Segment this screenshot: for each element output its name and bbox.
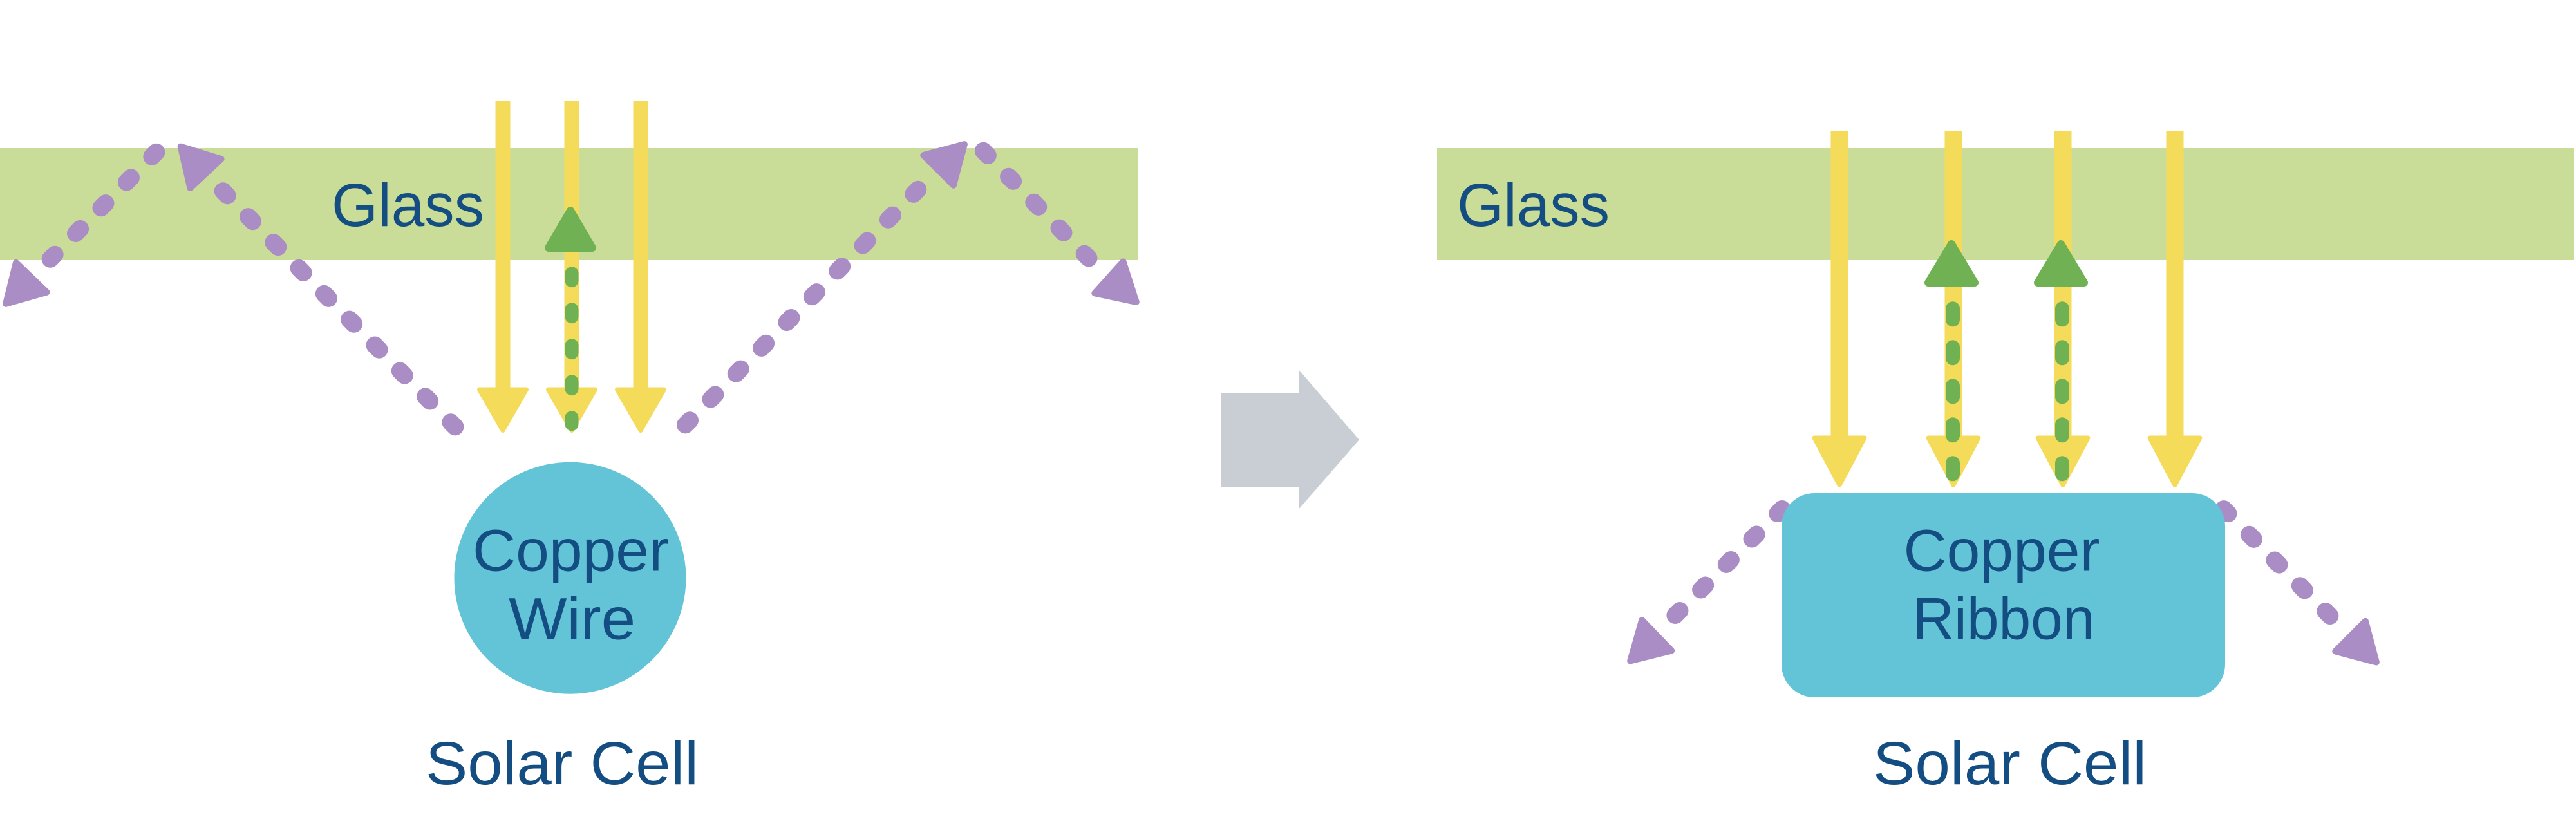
svg-text:Ribbon: Ribbon bbox=[1913, 587, 2095, 652]
svg-text:Glass: Glass bbox=[1457, 171, 1610, 240]
svg-text:Solar Cell: Solar Cell bbox=[1873, 730, 2147, 798]
svg-text:Copper: Copper bbox=[473, 518, 669, 584]
svg-text:Glass: Glass bbox=[332, 171, 484, 240]
svg-text:Solar Cell: Solar Cell bbox=[426, 730, 699, 798]
svg-text:Wire: Wire bbox=[509, 587, 635, 652]
svg-text:Copper: Copper bbox=[1904, 518, 2100, 584]
